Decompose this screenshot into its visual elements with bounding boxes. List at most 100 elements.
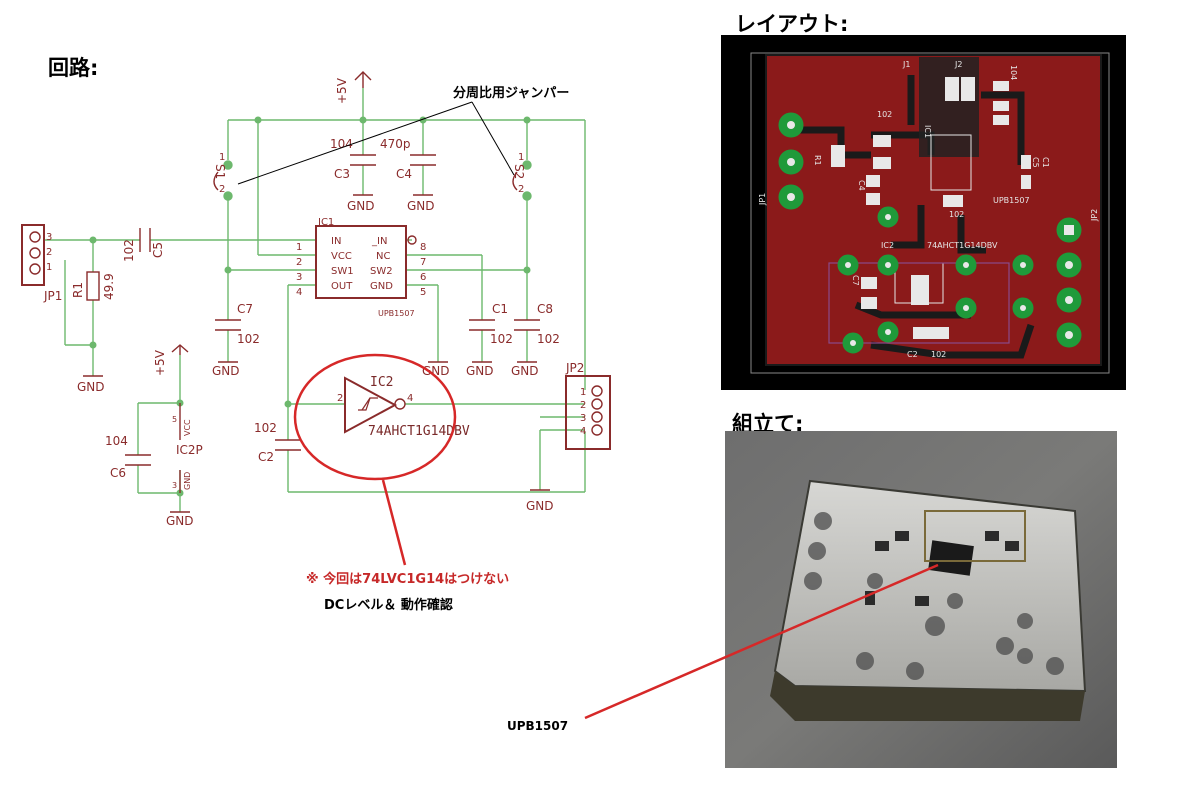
- pcb-102b: 102: [949, 210, 964, 219]
- upb-pointer-label: UPB1507: [507, 719, 569, 733]
- ic2-part: 74AHCT1G14DBV: [368, 424, 470, 439]
- jumper-note: 分周比用ジャンパー: [453, 86, 570, 101]
- r1-value: 49.9: [102, 273, 116, 300]
- ic1-part: UPB1507: [378, 309, 415, 318]
- pcb-c4: C4: [857, 180, 866, 191]
- ic1-pin-sw2: SW2: [370, 266, 393, 277]
- pcb-ic2: IC2: [881, 241, 894, 250]
- ic2-pin-out: 4: [407, 393, 413, 404]
- ic2p-gnd-pin: 3: [172, 481, 177, 490]
- c1-ref: C1: [492, 302, 508, 316]
- junction-dots: [89, 116, 531, 497]
- c7-ref: C7: [237, 302, 253, 316]
- s2-pin2: 2: [518, 184, 524, 195]
- pcb-c5: C5: [1031, 157, 1040, 168]
- pcb-part2: 74AHCT1G14DBV: [927, 241, 998, 250]
- pcb-c1: C1: [1041, 157, 1050, 168]
- ic1-pin-in: IN: [331, 236, 341, 247]
- ic2p-vcc: VCC: [183, 419, 192, 436]
- ic2p-ref: IC2P: [176, 443, 203, 457]
- gnd-label-c1: GND: [466, 364, 494, 378]
- ic1-ref: IC1: [318, 217, 334, 228]
- c3-ref: C3: [334, 167, 350, 181]
- gnd-label-jp2: GND: [526, 499, 554, 513]
- ic1-pin-nc: NC: [376, 251, 390, 262]
- pcb-104: 104: [1009, 65, 1018, 80]
- pcb-c7: C7: [851, 275, 860, 286]
- c5-ref: C5: [151, 242, 165, 258]
- s2-ref: S2: [512, 164, 526, 179]
- s1-ref: S1: [213, 164, 227, 179]
- r1-ref: R1: [71, 282, 85, 298]
- ic1-pin-vcc: VCC: [331, 251, 352, 262]
- jp1-pin1: 1: [46, 262, 52, 273]
- gnd-label-c4: GND: [407, 199, 435, 213]
- s1-pin2: 2: [219, 184, 225, 195]
- ic1-pinnum-3: 3: [296, 272, 302, 283]
- c2-value: 102: [254, 421, 277, 435]
- c4-ref: C4: [396, 167, 412, 181]
- ic1-pinnum-1: 1: [296, 242, 302, 253]
- dc-check-note: DCレベル＆ 動作確認: [324, 598, 453, 613]
- warning-pointer-line: [381, 479, 407, 566]
- c2-ref: C2: [258, 450, 274, 464]
- c4-value: 470p: [380, 137, 411, 151]
- jp1-ref: JP1: [43, 289, 62, 303]
- gnd-label-c8: GND: [511, 364, 539, 378]
- ic1-pin-sw1: SW1: [331, 266, 354, 277]
- pcb-jp1: JP1: [758, 193, 767, 206]
- pcb-board: [765, 54, 1102, 366]
- pcb-r1: R1: [813, 155, 822, 166]
- c3-value: 104: [330, 137, 353, 151]
- ic1-pinnum-7: 7: [420, 257, 426, 268]
- ic2-ref: IC2: [370, 375, 393, 390]
- ic2p-vcc-pin: 5: [172, 415, 177, 424]
- c8-ref: C8: [537, 302, 553, 316]
- jp1-pin2: 2: [46, 247, 52, 258]
- ic2p-gnd: GND: [183, 472, 192, 490]
- plus5v-label-ic2p: +5V: [153, 349, 167, 376]
- ic1-pin-gnd: GND: [370, 281, 393, 292]
- pcb-102a: 102: [877, 110, 892, 119]
- jp2-pin2: 2: [580, 400, 586, 411]
- upb1507-chip: [928, 540, 974, 576]
- jp1-pin3: 3: [46, 232, 52, 243]
- gnd-label-r1: GND: [77, 380, 105, 394]
- c8-value: 102: [537, 332, 560, 346]
- pcb-102c: 102: [931, 350, 946, 359]
- pcb-ic1: IC1: [923, 125, 932, 138]
- ic1-pinnum-4: 4: [296, 287, 302, 298]
- pcb-j1: J1: [902, 60, 910, 69]
- ic1-pinnum-8: 8: [420, 242, 426, 253]
- gnd-label-ic2p: GND: [166, 514, 194, 528]
- ic1-pinnum-5: 5: [420, 287, 426, 298]
- gnd-label-ic1: GND: [422, 364, 450, 378]
- ic2-pin-in: 2: [337, 393, 343, 404]
- schematic-symbols: [21, 71, 611, 513]
- jp2-ref: JP2: [565, 361, 584, 375]
- pcb-layout: J1 J2 IC1 R1 JP1 JP2 102 104 C4 C5 C1 10…: [721, 35, 1126, 390]
- schematic-wires: [43, 88, 586, 512]
- pcb-jp2: JP2: [1090, 209, 1099, 222]
- jp2-pin1: 1: [580, 387, 586, 398]
- s1-pin1: 1: [219, 152, 225, 163]
- schematic-diagram: +5V +5V 104 C3 470p C4 GND GND S1 1 2 S2…: [21, 71, 611, 566]
- gnd-label-c7: GND: [212, 364, 240, 378]
- c6-ref: C6: [110, 466, 126, 480]
- pcb-upb: UPB1507: [993, 196, 1030, 205]
- s2-pin1: 1: [518, 152, 524, 163]
- c7-value: 102: [237, 332, 260, 346]
- pcb-c2: C2: [907, 350, 918, 359]
- ic1-pinnum-2: 2: [296, 257, 302, 268]
- pcb-j2: J2: [954, 60, 962, 69]
- ic1-pin-out: OUT: [331, 281, 353, 292]
- ic1-pin-nin: _IN: [371, 236, 387, 247]
- plus5v-label-top: +5V: [335, 77, 349, 104]
- jp2-pin4: 4: [580, 426, 586, 437]
- c5-value: 102: [122, 239, 136, 262]
- gnd-label-c3: GND: [347, 199, 375, 213]
- circuit-heading: 回路:: [48, 56, 99, 80]
- ic1-pinnum-6: 6: [420, 272, 426, 283]
- jp2-pin3: 3: [580, 413, 586, 424]
- c6-value: 104: [105, 434, 128, 448]
